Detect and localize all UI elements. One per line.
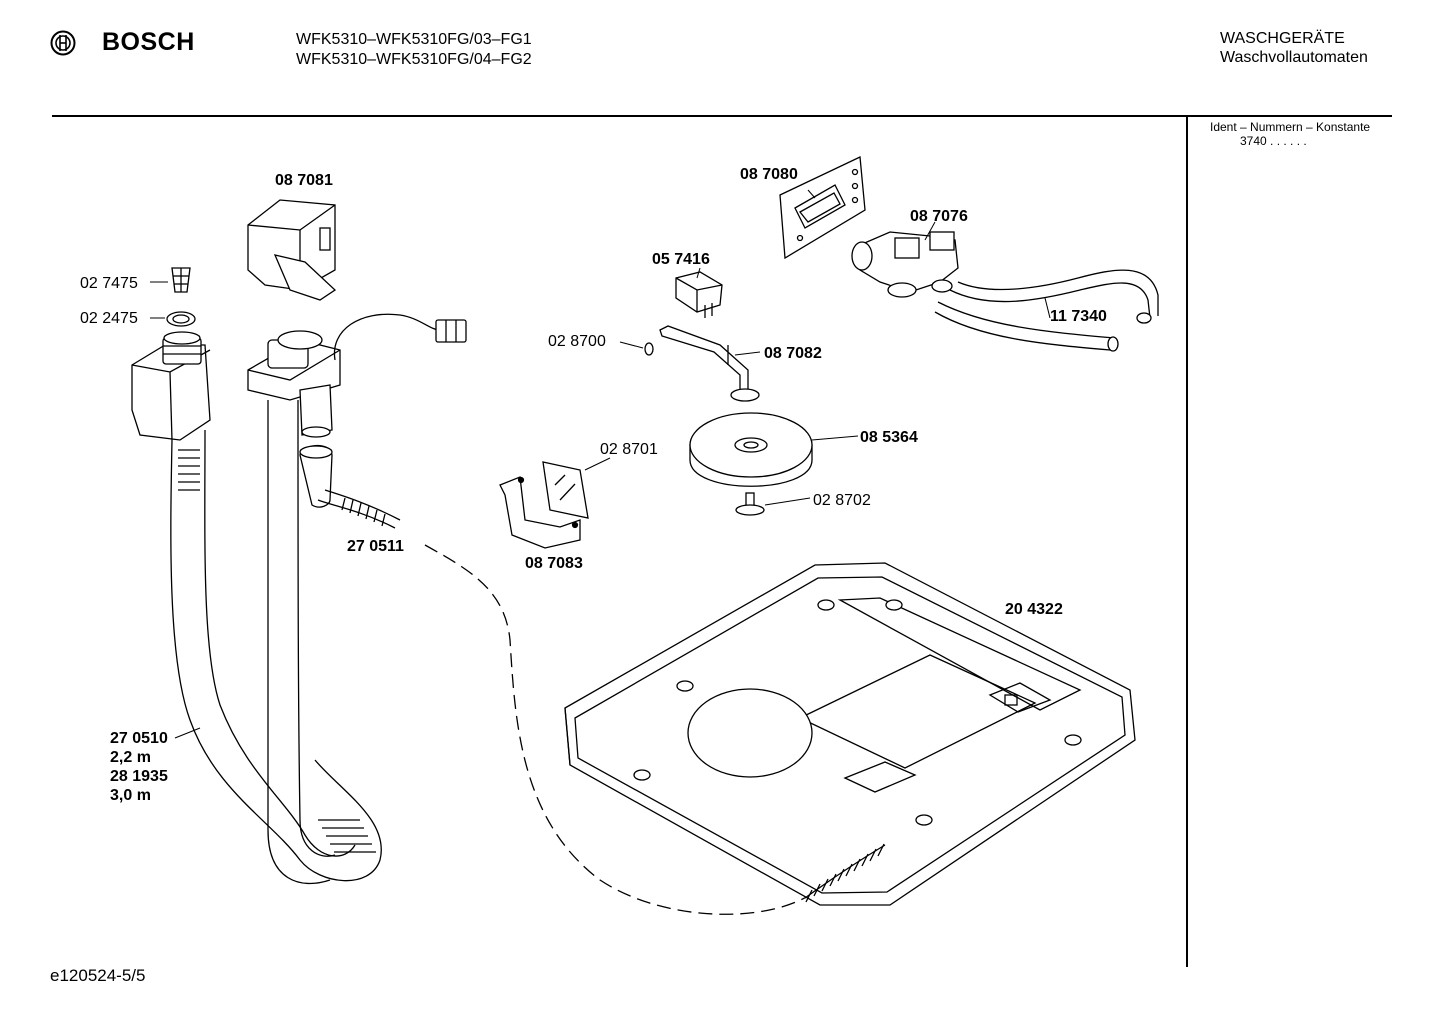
pin — [735, 492, 765, 516]
category-title: WASCHGERÄTE — [1220, 30, 1345, 47]
category-subtitle: Waschvollautomaten — [1220, 49, 1368, 66]
part-label-087082: 08 7082 — [764, 345, 822, 362]
filter-insert — [171, 267, 191, 293]
part-label-281935: 28 1935 — [110, 768, 168, 785]
document-id: e120524-5/5 — [50, 966, 146, 985]
connecting-hose — [934, 269, 1159, 352]
part-label-117340: 11 7340 — [1050, 308, 1107, 325]
pressure-lever — [659, 325, 760, 402]
drain-hose — [299, 444, 401, 529]
cover-cap — [247, 199, 337, 301]
model-line-1: WFK5310–WFK5310FG/03–FG1 — [296, 31, 532, 48]
sidebar-rule — [1186, 115, 1188, 967]
base-plate — [564, 562, 1136, 906]
bosch-logo-icon — [50, 30, 76, 55]
ident-label: Ident – Nummern – Konstante — [1210, 120, 1371, 134]
part-label-022475: 02 2475 — [80, 310, 138, 327]
sealing-ring — [166, 311, 196, 327]
hose-length-30: 3,0 m — [110, 787, 151, 804]
model-line-2: WFK5310–WFK5310FG/04–FG2 — [296, 51, 532, 68]
micro-switch — [675, 271, 723, 318]
valve-holder — [247, 313, 467, 438]
part-label-087076: 08 7076 — [910, 208, 968, 225]
part-label-087080: 08 7080 — [740, 166, 798, 183]
part-label-204322: 20 4322 — [1005, 601, 1063, 618]
hose-length-22: 2,2 m — [110, 749, 151, 766]
part-label-270511: 27 0511 — [347, 538, 404, 555]
part-label-270510: 27 0510 — [110, 730, 168, 747]
part-label-028700: 02 8700 — [548, 333, 606, 350]
mounting-bracket — [499, 476, 581, 549]
brand-name: BOSCH — [102, 28, 195, 56]
inspection-window — [542, 461, 589, 519]
part-label-085364: 08 5364 — [860, 429, 918, 446]
retaining-clip — [644, 342, 654, 356]
ident-value: 3740 . . . . . . — [1240, 134, 1307, 148]
part-label-028702: 02 8702 — [813, 492, 871, 509]
solenoid-valve — [851, 231, 959, 298]
model-numbers: WFK5310–WFK5310FG/03–FG1 WFK5310–WFK5310… — [296, 30, 532, 70]
header-rule — [52, 115, 1392, 117]
valve-cover-plate — [779, 156, 866, 260]
inlet-hose-assembly — [131, 331, 382, 885]
part-label-057416: 05 7416 — [652, 251, 710, 268]
brand: BOSCH — [50, 28, 195, 57]
ident-block: Ident – Nummern – Konstante 3740 . . . .… — [1210, 120, 1370, 148]
part-label-087083: 08 7083 — [525, 555, 583, 572]
part-label-027475: 02 7475 — [80, 275, 138, 292]
category-block: WASCHGERÄTE Waschvollautomaten — [1220, 29, 1368, 67]
part-label-087081: 08 7081 — [275, 172, 333, 189]
part-label-028701: 02 8701 — [600, 441, 658, 458]
membrane-disc — [689, 412, 813, 487]
